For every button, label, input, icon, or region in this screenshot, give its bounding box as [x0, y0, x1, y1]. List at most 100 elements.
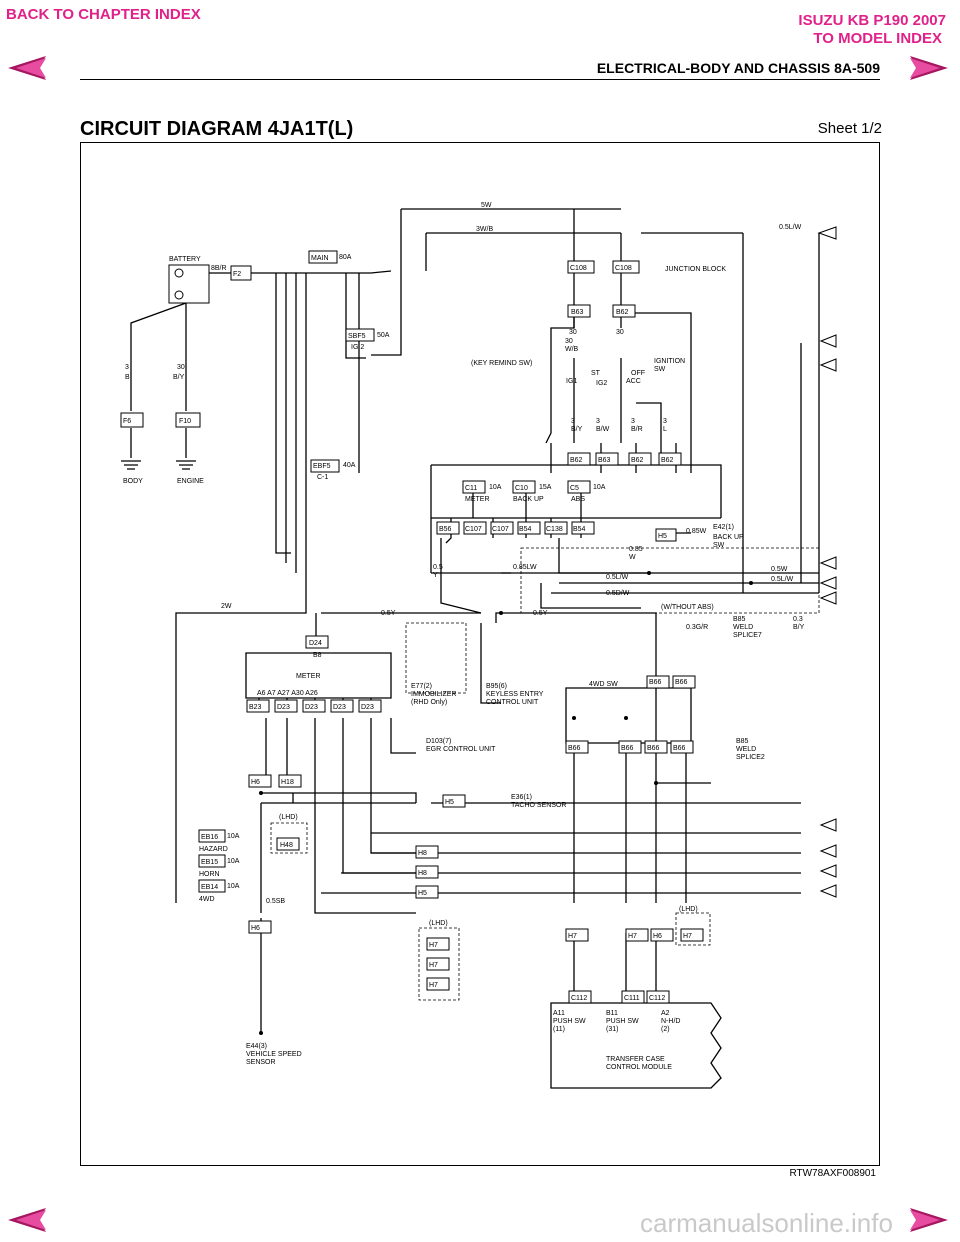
svg-text:H7: H7 [429, 962, 438, 969]
splice-dots [259, 571, 753, 1035]
svg-text:H7: H7 [429, 942, 438, 949]
svg-text:C108: C108 [570, 265, 587, 272]
previous-page-arrow-icon[interactable] [6, 54, 52, 82]
svg-text:H18: H18 [281, 779, 294, 786]
svg-text:D23: D23 [333, 704, 346, 711]
svg-text:JUNCTION BLOCK: JUNCTION BLOCK [665, 266, 726, 273]
svg-text:B66: B66 [568, 745, 581, 752]
svg-text:0.3B/Y: 0.3B/Y [793, 616, 805, 631]
svg-text:(W/THOUT ABS): (W/THOUT ABS) [661, 604, 714, 611]
svg-text:IG 2: IG 2 [351, 344, 364, 351]
svg-text:0.5W: 0.5W [771, 566, 788, 573]
svg-text:15A: 15A [539, 484, 552, 491]
svg-text:D103(7)EGR CONTROL UNIT: D103(7)EGR CONTROL UNIT [426, 738, 496, 753]
svg-text:B/Y: B/Y [173, 374, 185, 381]
svg-text:B54: B54 [573, 526, 586, 533]
svg-text:B66: B66 [649, 679, 662, 686]
svg-text:EB15: EB15 [201, 859, 218, 866]
svg-text:H6: H6 [251, 925, 260, 932]
diagram-labels: BATTERY 8B/R F2 MAIN 80A SBF5 50A IG 2 E… [123, 202, 805, 1071]
svg-text:0.5L/W: 0.5L/W [779, 224, 802, 231]
svg-text:B63: B63 [598, 457, 611, 464]
svg-text:0.85W: 0.85W [686, 528, 707, 535]
svg-text:A2N-H/D(2): A2N-H/D(2) [661, 1010, 680, 1033]
svg-text:C-1: C-1 [317, 474, 328, 481]
svg-text:50A: 50A [377, 332, 390, 339]
svg-text:HAZARD: HAZARD [199, 846, 228, 853]
svg-text:C107: C107 [465, 526, 482, 533]
model-title-link[interactable]: ISUZU KB P190 2007 [798, 12, 946, 29]
document-id: RTW78AXF008901 [789, 1168, 876, 1179]
svg-text:3B/Y: 3B/Y [571, 418, 583, 433]
running-head: ELECTRICAL-BODY AND CHASSIS 8A-509 [596, 60, 880, 76]
svg-text:E77(2)IMMOBILIZER(RHD Only): E77(2)IMMOBILIZER(RHD Only) [411, 683, 457, 706]
svg-text:C5: C5 [570, 485, 579, 492]
svg-text:F6: F6 [123, 418, 131, 425]
svg-text:D24: D24 [309, 640, 322, 647]
svg-text:3W/B: 3W/B [476, 226, 493, 233]
svg-text:H48: H48 [280, 842, 293, 849]
watermark-text: carmanualsonline.info [640, 1208, 893, 1238]
next-page-arrow-icon[interactable] [904, 54, 950, 82]
battery-symbol [168, 264, 210, 304]
svg-text:H7: H7 [628, 933, 637, 940]
sheet-number: Sheet 1/2 [817, 120, 882, 137]
previous-page-arrow-bottom-icon[interactable] [6, 1206, 52, 1234]
svg-text:3B/W: 3B/W [596, 418, 610, 433]
svg-text:C11: C11 [465, 485, 477, 492]
svg-text:10A: 10A [489, 484, 502, 491]
svg-text:D23: D23 [305, 704, 318, 711]
svg-text:(KEY REMIND SW): (KEY REMIND SW) [471, 360, 532, 367]
svg-text:HORN: HORN [199, 871, 220, 878]
svg-text:F10: F10 [179, 418, 191, 425]
svg-text:B66: B66 [647, 745, 660, 752]
svg-text:8B/R: 8B/R [211, 265, 227, 272]
svg-text:0.5Y: 0.5Y [381, 610, 396, 617]
svg-text:METER: METER [465, 496, 490, 503]
svg-text:F2: F2 [233, 271, 241, 278]
svg-text:C107: C107 [492, 526, 509, 533]
continuation-arrows [817, 226, 837, 898]
svg-text:E42(1): E42(1) [713, 524, 734, 531]
header-rule [80, 79, 880, 80]
page-title: CIRCUIT DIAGRAM 4JA1T(L) [80, 118, 354, 140]
svg-text:30: 30 [569, 329, 577, 336]
svg-text:B56: B56 [439, 526, 452, 533]
svg-text:3B/R: 3B/R [631, 418, 643, 433]
svg-text:0.5Y: 0.5Y [433, 564, 443, 579]
svg-text:ST: ST [591, 370, 601, 377]
svg-text:H6: H6 [251, 779, 260, 786]
svg-text:ABS: ABS [571, 496, 585, 503]
svg-text:A6 A7 A27 A30 A26: A6 A7 A27 A30 A26 [257, 690, 318, 697]
svg-text:EB16: EB16 [201, 834, 218, 841]
svg-text:H5: H5 [445, 799, 454, 806]
svg-text:H7: H7 [683, 933, 692, 940]
svg-text:40A: 40A [343, 462, 356, 469]
optional-areas [270, 547, 820, 1001]
svg-text:C108: C108 [615, 265, 632, 272]
svg-text:EBF5: EBF5 [313, 463, 331, 470]
svg-text:4WD SW: 4WD SW [589, 681, 618, 688]
svg-text:C138: C138 [546, 526, 563, 533]
next-page-arrow-bottom-icon[interactable] [904, 1206, 950, 1234]
svg-text:SBF5: SBF5 [348, 333, 366, 340]
svg-text:30: 30 [177, 364, 185, 371]
svg-text:BACK UP: BACK UP [513, 496, 544, 503]
svg-text:H6: H6 [653, 933, 662, 940]
diagram-frame: BATTERY 8B/R F2 MAIN 80A SBF5 50A IG 2 E… [80, 142, 880, 1166]
svg-text:0.5D/W: 0.5D/W [606, 590, 630, 597]
ground-symbols [121, 460, 196, 470]
svg-text:0.5L/W: 0.5L/W [771, 576, 794, 583]
to-model-index-link[interactable]: TO MODEL INDEX [813, 30, 942, 47]
svg-text:C112: C112 [649, 995, 665, 1002]
svg-text:OFF: OFF [631, 370, 645, 377]
svg-text:3: 3 [125, 364, 129, 371]
back-to-chapter-index-link[interactable]: BACK TO CHAPTER INDEX [6, 6, 201, 23]
